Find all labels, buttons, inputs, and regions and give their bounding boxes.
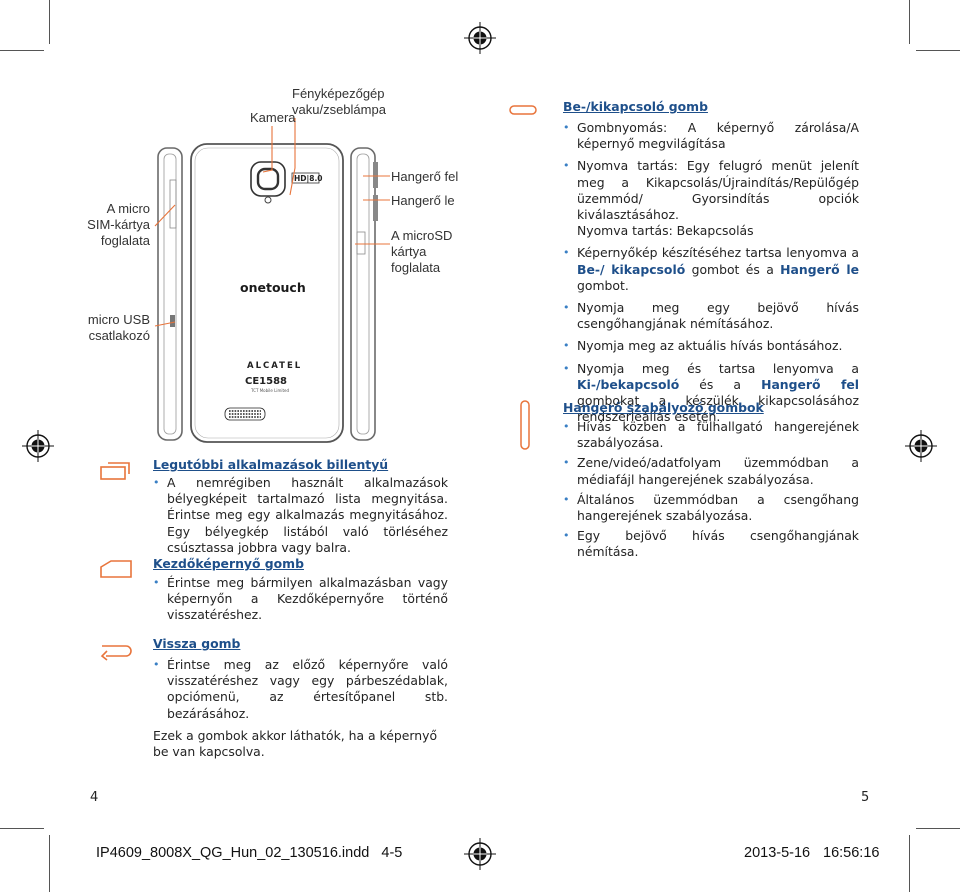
microsd-slot-label-line: foglalata [391, 260, 441, 275]
note-text: Ezek a gombok akkor láthatók, ha a képer… [153, 727, 438, 760]
registration-mark-icon [464, 22, 496, 54]
home-icon [100, 560, 132, 578]
power-key-icon [509, 105, 537, 115]
microsd-slot-label: A microSD kártya foglalata [391, 228, 452, 276]
text-run: Nyomja meg és tartsa lenyomva a [577, 360, 859, 376]
sim-slot-label-line: foglalata [100, 233, 150, 248]
registration-mark-icon [464, 838, 496, 870]
crop-mark [909, 835, 910, 892]
microsd-slot-label-line: kártya [391, 244, 427, 259]
usb-port-label-line: csatlakozó [88, 328, 150, 343]
list-item: Érintse meg az előző képernyőre való vis… [153, 657, 448, 722]
volume-up-label: Hangerő fel [391, 169, 459, 184]
list-item: Képernyőkép készítéséhez tartsa lenyomva… [563, 245, 859, 294]
list-item: Hívás közben a fülhallgató hangerejének … [563, 419, 859, 451]
svg-text:TCT Mobile Limited: TCT Mobile Limited [250, 388, 289, 393]
list-item: Nyomja meg egy bejövő hívás csengőhangjá… [563, 300, 859, 332]
registration-mark-icon [905, 430, 937, 462]
sim-slot-label-line: A micro [106, 201, 150, 216]
phone-diagram: HD|8.0 onetouch ALCATEL CE1588 TCT Mobil… [157, 143, 378, 443]
crop-mark [49, 0, 50, 44]
text-run: és a [679, 376, 762, 392]
microsd-slot-label-line: A microSD [391, 228, 453, 243]
bold-run: Hangerő le [780, 261, 860, 277]
recent-apps-section: Legutóbbi alkalmazások billentyű A nemré… [153, 457, 448, 556]
section-title: Be-/kikapcsoló gomb [563, 99, 708, 114]
bold-run: Hangerő fel [761, 376, 859, 392]
list-item: Általános üzemmódban a csengőhang hanger… [563, 492, 859, 524]
crop-mark [916, 50, 960, 51]
list-item: Érintse meg bármilyen alkalmazásban vagy… [153, 575, 448, 624]
volume-section: Hangerő szabályozó gombok Hívás közben a… [563, 400, 859, 561]
svg-text:onetouch: onetouch [240, 280, 306, 295]
list-item: Nyomja meg az aktuális hívás bontásához. [563, 338, 859, 354]
section-title: Hangerő szabályozó gombok [563, 400, 764, 415]
text-run: gombot. [577, 277, 629, 293]
volume-down-label: Hangerő le [391, 193, 455, 208]
section-title: Kezdőképernyő gomb [153, 556, 304, 571]
list-item-line: Nyomva tartás: Egy felugró menüt jelenít… [577, 158, 859, 223]
flash-label-line: Fényképezőgép [292, 86, 385, 101]
usb-port-label-line: micro USB [87, 312, 150, 327]
list-item: Nyomja meg és tartsa lenyomva a Ki-/beka… [563, 361, 859, 426]
list-item: A nemrégiben használt alkalmazások bélye… [153, 475, 448, 556]
usb-port-label: micro USB csatlakozó [74, 312, 150, 344]
text-run: gombot és a [685, 261, 781, 277]
power-section: Be-/kikapcsoló gomb Gombnyomás: A képern… [563, 99, 859, 425]
svg-text:ALCATEL: ALCATEL [247, 361, 302, 371]
flash-label-line: vaku/zseblámpa [292, 102, 386, 117]
svg-text:CE1588: CE1588 [245, 376, 287, 387]
registration-mark-icon [22, 430, 54, 462]
slug-time: 16:56:16 [823, 845, 880, 861]
list-item-line: Nyomva tartás: Bekapcsolás [577, 223, 754, 239]
bold-run: Be-/ kikapcsoló [577, 261, 686, 277]
list-item: Egy bejövő hívás csengőhangjának némítás… [563, 528, 859, 560]
crop-mark [0, 828, 44, 829]
sim-slot-label: A micro SIM-kártya foglalata [74, 201, 150, 249]
volume-key-icon [520, 400, 530, 450]
crop-mark [916, 828, 960, 829]
crop-mark [0, 50, 44, 51]
recent-apps-icon [100, 462, 130, 480]
list-item: Zene/videó/adatfolyam üzemmódban a média… [563, 455, 859, 487]
list-item: Nyomva tartás: Egy felugró menüt jelenít… [563, 158, 859, 239]
section-title: Legutóbbi alkalmazások billentyű [153, 457, 389, 472]
home-section: Kezdőképernyő gomb Érintse meg bármilyen… [153, 556, 448, 624]
back-section: Vissza gomb Érintse meg az előző képerny… [153, 636, 448, 760]
page-number-right: 5 [861, 790, 870, 805]
camera-label: Kamera [250, 110, 296, 125]
text-run: Képernyőkép készítéséhez tartsa lenyomva… [577, 245, 859, 261]
sim-slot-label-line: SIM-kártya [87, 217, 150, 232]
slug-filename: IP4609_8008X_QG_Hun_02_130516.indd 4-5 [96, 845, 403, 861]
back-icon [100, 645, 132, 661]
list-item: Gombnyomás: A képernyő zárolása/A képern… [563, 120, 859, 152]
page-number-left: 4 [90, 790, 99, 805]
crop-mark [49, 835, 50, 892]
crop-mark [909, 0, 910, 44]
section-title: Vissza gomb [153, 636, 241, 651]
flash-label: Fényképezőgép vaku/zseblámpa [292, 86, 386, 118]
svg-text:HD|8.0: HD|8.0 [294, 174, 323, 184]
slug-date: 2013-5-16 [744, 845, 811, 861]
bold-run: Ki-/bekapcsoló [577, 376, 680, 392]
